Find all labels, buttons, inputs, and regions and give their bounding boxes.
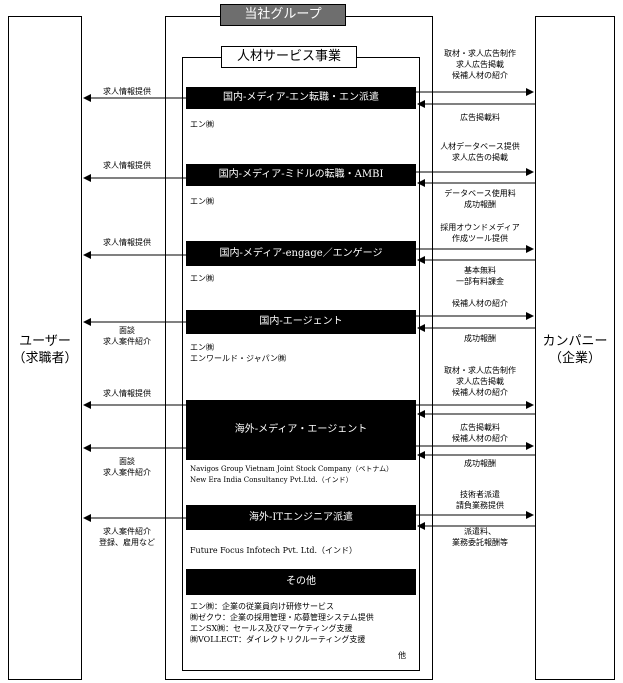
right-label-5: 採用オウンドメディア 作成ツール提供	[440, 223, 520, 243]
right-label-4: データベース使用料 成功報酬	[444, 189, 516, 209]
company-label-line2: （企業）	[548, 351, 601, 366]
left-label-7: 求人案件紹介 登録、雇用など	[99, 527, 155, 547]
segment-overseas-it-engineer: 海外-ITエンジニア派遣	[186, 505, 416, 530]
right-label-1: 取材・求人広告制作 求人広告掲載 候補人材の紹介	[444, 49, 516, 80]
segment-domestic-engage: 国内-メディア-engage／エンゲージ	[186, 241, 416, 266]
hr-business-title: 人材サービス事業	[221, 46, 357, 68]
others-suffix: 他	[398, 651, 406, 660]
segment-domestic-engage-companies: エン㈱	[190, 274, 214, 283]
left-label-1: 求人情報提供	[103, 87, 151, 96]
segment-domestic-en-tenshoku: 国内-メディア-エン転職・エン派遣	[186, 87, 416, 109]
segment-domestic-middle-ambi: 国内-メディア-ミドルの転職・AMBI	[186, 164, 416, 186]
right-label-7: 候補人材の紹介	[452, 299, 508, 308]
right-label-11: 成功報酬	[464, 459, 496, 468]
user-label-line2: （求職者）	[12, 351, 78, 366]
segment-domestic-middle-ambi-companies: エン㈱	[190, 197, 214, 206]
right-label-8: 成功報酬	[464, 334, 496, 343]
segment-domestic-agent: 国内-エージェント	[186, 310, 416, 334]
segment-domestic-agent-companies: エン㈱ エンワールド・ジャパン㈱	[190, 343, 286, 363]
user-label-line1: ユーザー	[19, 334, 71, 349]
right-label-6: 基本無料 一部有料課金	[456, 266, 504, 286]
right-label-2: 広告掲載料	[460, 113, 500, 122]
left-label-3: 求人情報提供	[103, 238, 151, 247]
segment-overseas-it-engineer-companies: Future Focus Infotech Pvt. Ltd.（インド）	[190, 546, 357, 555]
right-label-12: 技術者派遣 請負業務提供	[456, 490, 504, 510]
company-label: カンパニー （企業）	[535, 333, 615, 367]
user-box	[8, 16, 82, 680]
segment-overseas-media-agent: 海外-メディア・エージェント	[186, 400, 416, 460]
segment-domestic-en-tenshoku-companies: エン㈱	[190, 120, 214, 129]
segment-others-companies: エン㈱：企業の従業員向け研修サービス ㈱ゼクウ：企業の採用管理・応募管理システム…	[190, 602, 374, 644]
company-box	[535, 16, 615, 680]
right-label-3: 人材データベース提供 求人広告の掲載	[440, 142, 520, 162]
segment-others: その他	[186, 569, 416, 595]
right-label-10: 広告掲載料 候補人材の紹介	[452, 423, 508, 443]
left-label-6: 面談 求人案件紹介	[103, 457, 151, 477]
company-label-line1: カンパニー	[542, 334, 608, 349]
hr-frame	[182, 57, 420, 671]
left-label-2: 求人情報提供	[103, 161, 151, 170]
right-label-9: 取材・求人広告制作 求人広告掲載 候補人材の紹介	[444, 366, 516, 397]
left-label-5: 求人情報提供	[103, 389, 151, 398]
user-label: ユーザー （求職者）	[8, 333, 82, 367]
group-title: 当社グループ	[220, 4, 346, 26]
left-label-4: 面談 求人案件紹介	[103, 326, 151, 346]
right-label-13: 派遣料、 業務委託報酬等	[452, 527, 508, 547]
segment-overseas-media-agent-companies: Navigos Group Vietnam Joint Stock Compan…	[190, 465, 394, 484]
